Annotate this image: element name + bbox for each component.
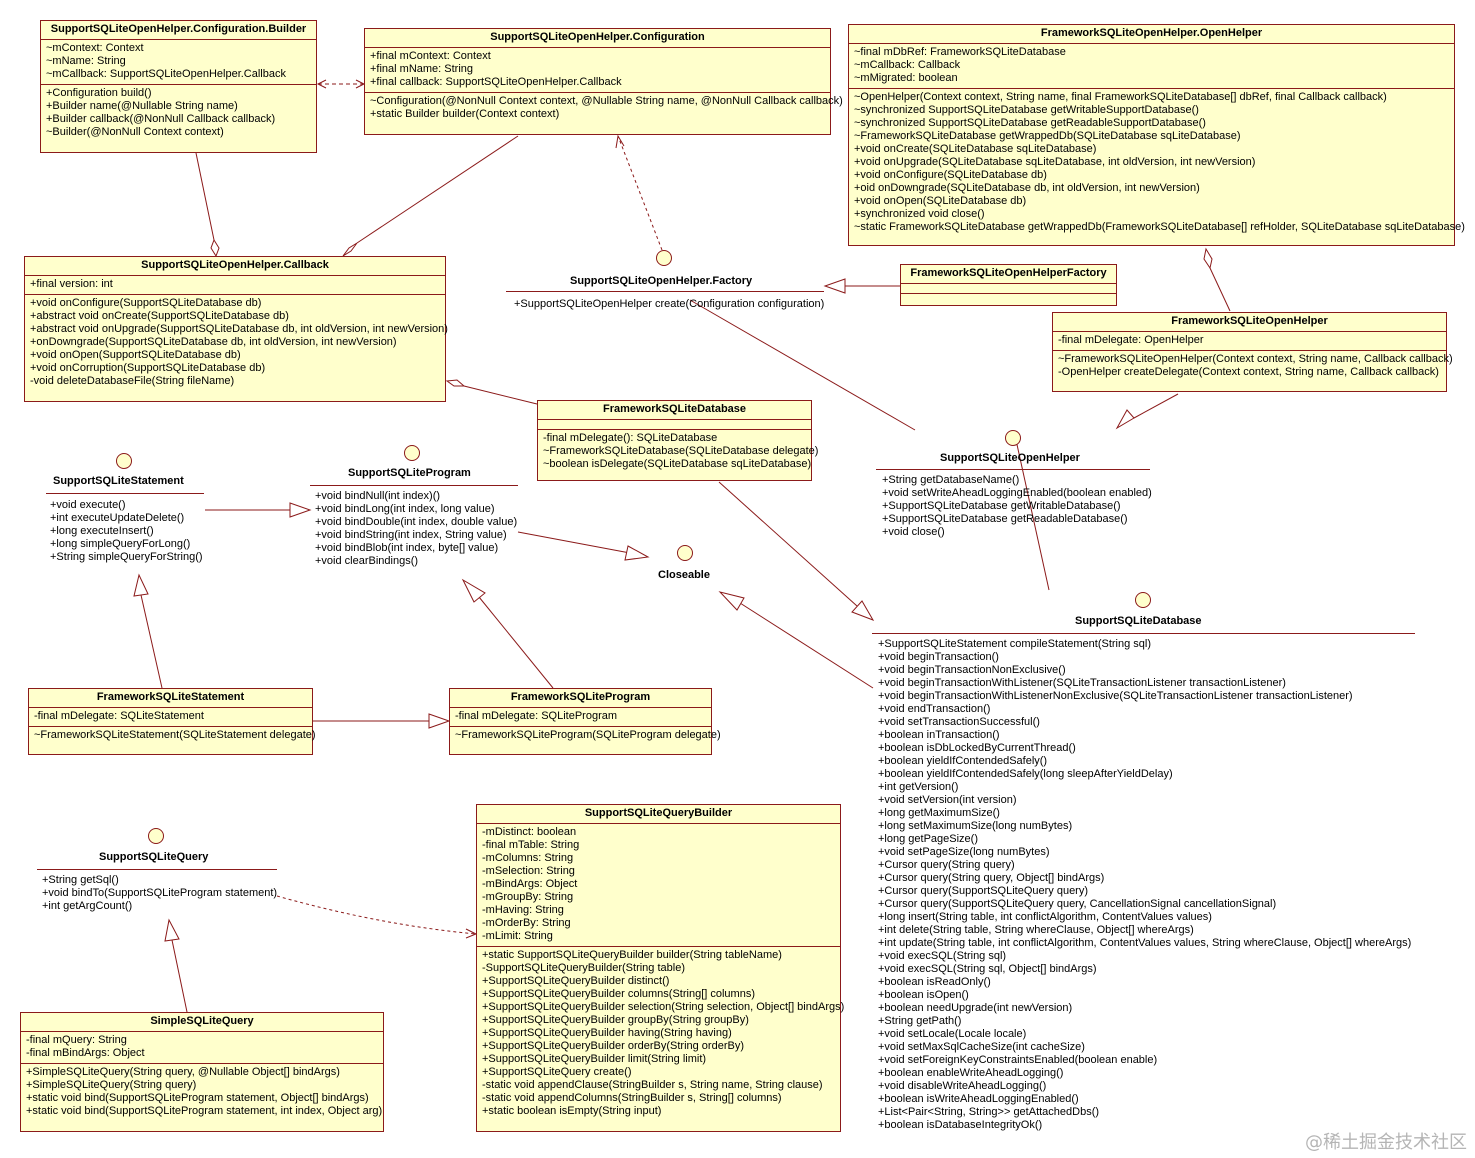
class-framework-statement: FrameworkSQLiteStatement -final mDelegat…	[28, 688, 316, 755]
operations: +void execute() +int executeUpdateDelete…	[50, 499, 203, 563]
class-helper-factory: FrameworkSQLiteOpenHelperFactory	[900, 264, 1117, 306]
interface-closeable: Closeable	[652, 545, 722, 585]
edge-fwstatement-statement	[140, 594, 163, 689]
class-configuration-builder: SupportSQLiteOpenHelper.Configuration.Bu…	[40, 20, 317, 153]
operations: +SimpleSQLiteQuery(String query, @Nullab…	[21, 1063, 383, 1121]
interface-statement: SupportSQLiteStatement +void execute() +…	[46, 453, 206, 565]
edge-openhelper-framework	[1209, 267, 1231, 312]
operations: +void bindNull(int index)() +void bindLo…	[315, 490, 518, 567]
attributes: -mDistinct: boolean -final mTable: Strin…	[477, 823, 840, 946]
operations: ~OpenHelper(Context context, String name…	[849, 88, 1465, 237]
interface-database: SupportSQLiteDatabase +SupportSQLiteStat…	[872, 592, 1417, 1137]
attributes: +final version: int	[25, 275, 445, 294]
operations: +String getDatabaseName() +void setWrite…	[882, 474, 1152, 538]
interface-divider	[876, 469, 1150, 470]
operations: +String getSql() +void bindTo(SupportSQL…	[42, 874, 278, 912]
class-name: SupportSQLiteOpenHelper.Callback	[141, 259, 329, 271]
watermark: @稀土掘金技术社区	[1305, 1132, 1467, 1153]
interface-lollipop-icon	[1135, 592, 1151, 608]
attributes: -final mDelegate: SQLiteStatement	[29, 707, 312, 726]
attributes: -final mDelegate: OpenHelper	[1053, 331, 1446, 350]
interface-program: SupportSQLiteProgram +void bindNull(int …	[310, 445, 520, 570]
interface-lollipop-icon	[148, 828, 164, 844]
operations: +SupportSQLiteStatement compileStatement…	[878, 638, 1412, 1131]
class-name: FrameworkSQLiteProgram	[510, 691, 651, 703]
class-name: SupportSQLiteOpenHelper.Configuration.Bu…	[50, 23, 307, 35]
class-query-builder: SupportSQLiteQueryBuilder -mDistinct: bo…	[476, 804, 844, 1132]
class-configuration: SupportSQLiteOpenHelper.Configuration +f…	[364, 28, 843, 135]
operations: +static SupportSQLiteQueryBuilder builde…	[477, 946, 844, 1121]
operations: ~Configuration(@NonNull Context context,…	[365, 92, 843, 124]
interface-divider	[46, 493, 204, 494]
edge-framework-helper-realize	[1133, 393, 1179, 419]
class-name: FrameworkSQLiteOpenHelperFactory	[910, 267, 1107, 279]
class-name: FrameworkSQLiteDatabase	[602, 403, 747, 415]
operations: ~FrameworkSQLiteStatement(SQLiteStatemen…	[29, 726, 316, 745]
edge-simple-query	[171, 939, 188, 1013]
attributes: ~final mDbRef: FrameworkSQLiteDatabase ~…	[849, 43, 1454, 88]
edge-program-closeable	[517, 531, 631, 554]
operations	[901, 293, 1116, 303]
class-name: SupportSQLiteQueryBuilder	[584, 807, 733, 819]
operations: -final mDelegate(): SQLiteDatabase ~Fram…	[538, 429, 818, 474]
interface-divider	[872, 633, 1415, 634]
operations: +Configuration build() +Builder name(@Nu…	[41, 84, 316, 142]
edge-configuration-callback	[356, 135, 519, 244]
edge-builder-callback	[195, 152, 215, 241]
operations: +void onConfigure(SupportSQLiteDatabase …	[25, 294, 448, 391]
interface-name: SupportSQLiteStatement	[53, 475, 184, 487]
class-simple-query: SimpleSQLiteQuery -final mQuery: String …	[20, 1012, 384, 1132]
interface-name: Closeable	[658, 569, 710, 581]
interface-divider	[506, 291, 824, 292]
class-name: FrameworkSQLiteStatement	[96, 691, 245, 703]
edge-database-closeable	[739, 602, 874, 689]
edge-factory-configuration	[617, 135, 663, 251]
class-name: FrameworkSQLiteOpenHelper.OpenHelper	[1040, 27, 1263, 39]
interface-lollipop-icon	[677, 545, 693, 561]
interface-lollipop-icon	[116, 453, 132, 469]
attributes	[538, 419, 811, 429]
interface-name: SupportSQLiteProgram	[348, 467, 471, 479]
interface-lollipop-icon	[1005, 430, 1021, 446]
edge-frameworkdb-database	[718, 481, 858, 607]
interface-name: SupportSQLiteOpenHelper	[940, 452, 1080, 464]
class-framework-database: FrameworkSQLiteDatabase -final mDelegate…	[537, 400, 818, 481]
class-callback: SupportSQLiteOpenHelper.Callback +final …	[24, 256, 448, 402]
interface-name: SupportSQLiteDatabase	[1075, 615, 1202, 627]
edge-factory-openhelper	[689, 299, 916, 431]
edge-query-querybuilder	[276, 895, 477, 935]
operations: +SupportSQLiteOpenHelper create(Configur…	[514, 298, 825, 310]
interface-divider	[37, 869, 277, 870]
class-framework-program: FrameworkSQLiteProgram -final mDelegate:…	[449, 688, 721, 755]
class-framework-openhelper-inner: FrameworkSQLiteOpenHelper.OpenHelper ~fi…	[848, 24, 1465, 246]
attributes: -final mDelegate: SQLiteProgram	[450, 707, 711, 726]
interface-name: SupportSQLiteOpenHelper.Factory	[570, 275, 753, 287]
edge-callback-frameworkdb	[463, 385, 538, 405]
class-framework-openhelper: FrameworkSQLiteOpenHelper -final mDelega…	[1052, 312, 1453, 392]
interface-open-helper: SupportSQLiteOpenHelper +String getDatab…	[876, 430, 1156, 542]
attributes	[901, 283, 1116, 293]
attributes: ~mContext: Context ~mName: String ~mCall…	[41, 39, 316, 84]
operations: ~FrameworkSQLiteOpenHelper(Context conte…	[1053, 350, 1453, 382]
interface-divider	[310, 485, 518, 486]
class-name: FrameworkSQLiteOpenHelper	[1171, 315, 1328, 327]
interface-lollipop-icon	[656, 250, 672, 266]
attributes: -final mQuery: String -final mBindArgs: …	[21, 1031, 383, 1063]
attributes: +final mContext: Context +final mName: S…	[365, 47, 830, 92]
class-name: SupportSQLiteOpenHelper.Configuration	[490, 31, 705, 43]
operations: ~FrameworkSQLiteProgram(SQLiteProgram de…	[450, 726, 721, 745]
class-name: SimpleSQLiteQuery	[150, 1015, 254, 1027]
interface-query: SupportSQLiteQuery +String getSql() +voi…	[37, 828, 282, 918]
interface-lollipop-icon	[404, 445, 420, 461]
interface-name: SupportSQLiteQuery	[99, 851, 209, 863]
edge-openhelper-database	[1015, 439, 1050, 591]
edge-fwprogram-program	[478, 596, 554, 689]
interface-factory: SupportSQLiteOpenHelper.Factory +Support…	[506, 250, 826, 315]
